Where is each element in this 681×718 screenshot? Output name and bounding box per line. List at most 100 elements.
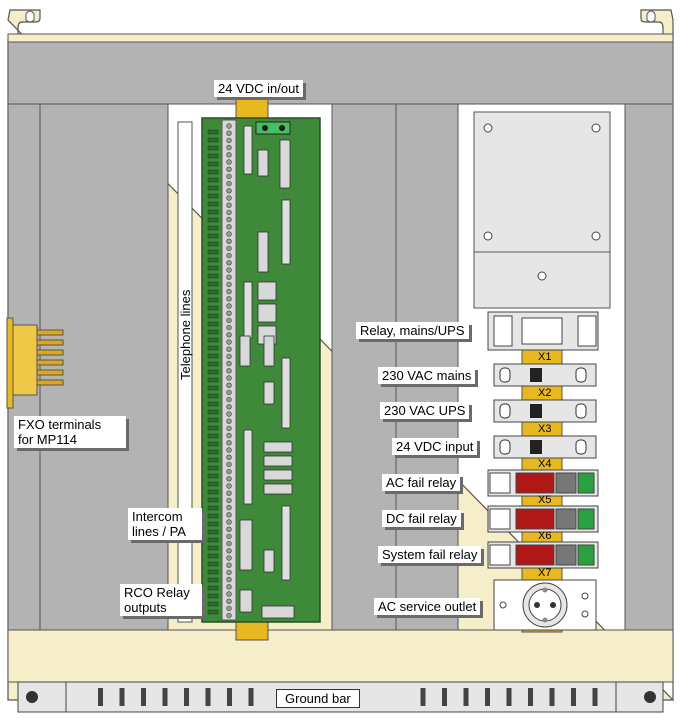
edge-pin [208, 186, 218, 190]
edge-pin [208, 282, 218, 286]
screw-terminal [227, 203, 232, 208]
screw-terminal [227, 505, 232, 510]
ground-stud [227, 688, 232, 706]
edge-pin [208, 178, 218, 182]
screw-terminal [227, 325, 232, 330]
terminal-x-ups [494, 400, 596, 422]
screw-terminal [227, 455, 232, 460]
screw-terminal [227, 232, 232, 237]
edge-pin [208, 610, 218, 614]
edge-pin [208, 362, 218, 366]
terminal-label-x3: X3 [538, 423, 551, 435]
screw-terminal [227, 210, 232, 215]
ground-stud [141, 688, 146, 706]
edge-pin [208, 450, 218, 454]
edge-pin [208, 322, 218, 326]
edge-pin [208, 474, 218, 478]
ground-stud [507, 688, 512, 706]
relay-system-fail [488, 542, 598, 568]
ground-stud [593, 688, 598, 706]
pcb-din-rail-top [236, 96, 268, 118]
screw-terminal [227, 224, 232, 229]
edge-pin [208, 154, 218, 158]
terminal-x-24vdc [494, 436, 596, 458]
edge-pin [208, 402, 218, 406]
screw-terminal [227, 361, 232, 366]
edge-pin [208, 202, 218, 206]
edge-pin [208, 170, 218, 174]
screw-terminal [227, 397, 232, 402]
screw-terminal [227, 304, 232, 309]
screw-terminal [227, 599, 232, 604]
edge-pin [208, 490, 218, 494]
screw-terminal [227, 354, 232, 359]
edge-pin [208, 290, 218, 294]
screw-terminal [227, 340, 232, 345]
screw-terminal [227, 476, 232, 481]
screw-terminal [227, 613, 232, 618]
edge-pin [208, 346, 218, 350]
screw-terminal [227, 246, 232, 251]
screw-terminal [227, 383, 232, 388]
edge-pin [208, 418, 218, 422]
screw-terminal [227, 548, 232, 553]
screw-terminal [227, 534, 232, 539]
screw-terminal [227, 606, 232, 611]
edge-pin [208, 162, 218, 166]
screw-terminal [227, 541, 232, 546]
label-intercom-line2: lines / PA [132, 524, 186, 539]
screw-terminal [227, 419, 232, 424]
edge-pin [208, 314, 218, 318]
screw-terminal [227, 145, 232, 150]
screw-terminal [227, 239, 232, 244]
edge-pin [208, 378, 218, 382]
label-24vdc-input: 24 VDC input [392, 438, 477, 455]
ground-stud [120, 688, 125, 706]
ground-stud [421, 688, 426, 706]
screw-terminal [227, 462, 232, 467]
screw-terminal [227, 131, 232, 136]
edge-pin [208, 250, 218, 254]
edge-pin [208, 266, 218, 270]
edge-pin [208, 466, 218, 470]
edge-pin [208, 594, 218, 598]
edge-pin [208, 530, 218, 534]
terminal-label-x2: X2 [538, 387, 551, 399]
edge-pin [208, 338, 218, 342]
edge-pins [208, 130, 218, 614]
screw-terminal [227, 570, 232, 575]
screw-terminal [227, 390, 232, 395]
screw-terminal [227, 260, 232, 265]
label-24vdc-in-out: 24 VDC in/out [214, 80, 303, 97]
screw-terminal [227, 217, 232, 222]
edge-pin [208, 386, 218, 390]
label-rco-line2: outputs [124, 600, 167, 615]
edge-pin [208, 546, 218, 550]
screw-terminal [227, 433, 232, 438]
screw-terminal [227, 188, 232, 193]
screw-terminal [227, 440, 232, 445]
label-230vac-mains: 230 VAC mains [378, 367, 475, 384]
top-panel [8, 42, 673, 104]
screw-terminal [227, 289, 232, 294]
ground-stud [528, 688, 533, 706]
label-ac-service-outlet: AC service outlet [374, 598, 480, 615]
edge-pin [208, 218, 218, 222]
screw-terminal [227, 448, 232, 453]
mount-hole-left [26, 11, 34, 22]
edge-pin [208, 242, 218, 246]
edge-pin [208, 138, 218, 142]
label-system-fail-relay: System fail relay [378, 546, 481, 563]
edge-pin [208, 274, 218, 278]
label-fxo-line2: for MP114 [18, 432, 77, 447]
ground-stud [163, 688, 168, 706]
terminal-label-x5: X5 [538, 494, 551, 506]
label-relay-mains-ups: Relay, mains/UPS [356, 322, 469, 339]
label-intercom-lines: Intercom lines / PA [128, 508, 202, 540]
relay-dc-fail [488, 506, 598, 532]
screw-terminal [227, 268, 232, 273]
edge-pin [208, 330, 218, 334]
ground-stud [571, 688, 576, 706]
screw-terminal [227, 160, 232, 165]
